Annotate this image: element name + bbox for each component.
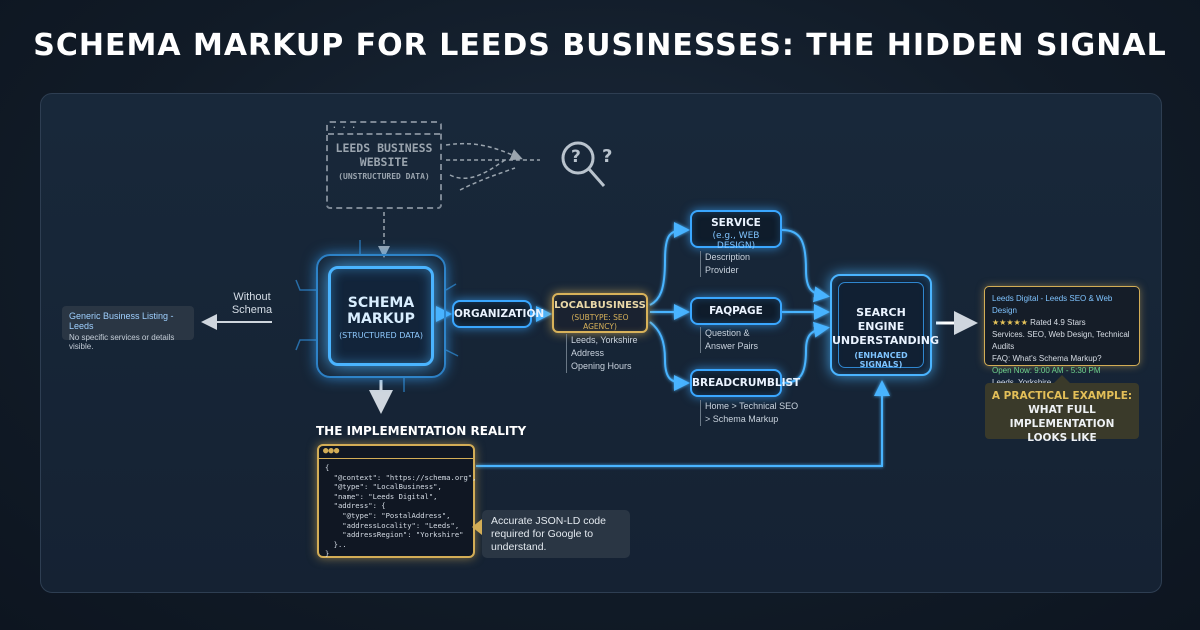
schema-chip-frame (316, 254, 446, 378)
practical-line2: WHAT FULL IMPLEMENTATION (1009, 404, 1115, 430)
organization-label: ORGANIZATION (454, 308, 545, 320)
generic-listing-desc: No specific services or details visible. (69, 333, 175, 351)
practical-pointer (1054, 375, 1070, 383)
service-details: Description Provider (700, 251, 750, 277)
faqpage-detail: Question & (705, 328, 750, 338)
faqpage-details: Question & Answer Pairs (700, 327, 758, 353)
breadcrumb-detail: Home > Technical SEO (705, 401, 799, 411)
result-open-hours: Open Now: 9:00 AM - 5:30 PM (992, 366, 1101, 375)
localbusiness-detail: Address (571, 348, 605, 358)
localbusiness-details: Leeds, Yorkshire Address Opening Hours (566, 334, 638, 373)
json-ld-callout: Accurate JSON-LD code required for Googl… (482, 510, 630, 558)
leeds-website-box: · · · LEEDS BUSINESS WEBSITE (UNSTRUCTUR… (326, 121, 442, 209)
organization-node: ORGANIZATION (452, 300, 544, 328)
search-line2: UNDERSTANDING (832, 334, 940, 347)
json-ld-code-block: ●●● { "@context": "https://schema.org", … (317, 444, 477, 559)
service-detail: Description (705, 252, 751, 262)
result-services: Services. SEO, Web Design, Technical Aud… (992, 330, 1130, 351)
result-faq: FAQ: What's Schema Markup? (992, 354, 1102, 363)
faqpage-node: FAQPAGE (690, 297, 782, 325)
practical-example-label: A PRACTICAL EXAMPLE: WHAT FULL IMPLEMENT… (985, 383, 1139, 444)
breadcrumb-title: BREADCRUMBLIST (692, 377, 801, 389)
faqpage-title: FAQPAGE (709, 305, 763, 317)
implementation-title: THE IMPLEMENTATION REALITY (316, 424, 527, 438)
generic-listing-title: Generic Business Listing - Leeds (69, 311, 174, 331)
service-title: SERVICE (711, 217, 761, 229)
result-title: Leeds Digital - Leeds SEO & Web Design (992, 294, 1113, 315)
search-sub: (ENHANCED SIGNALS) (854, 351, 908, 369)
question-mark-outside: ? (602, 146, 613, 167)
generic-listing: Generic Business Listing - Leeds No spec… (62, 306, 194, 351)
service-detail: Provider (705, 265, 739, 275)
website-line1: LEEDS BUSINESS (335, 141, 433, 155)
localbusiness-detail: Opening Hours (571, 361, 632, 371)
search-engine-node: SEARCH ENGINE UNDERSTANDING (ENHANCED SI… (830, 274, 940, 376)
website-line2: WEBSITE (359, 155, 409, 169)
localbusiness-node: LOCALBUSINESS (SUBTYPE: SEO AGENCY) (552, 293, 648, 333)
search-line1: SEARCH ENGINE (856, 306, 906, 333)
without-schema-label: Without Schema (231, 291, 273, 316)
practical-line1: A PRACTICAL EXAMPLE: (991, 390, 1133, 402)
schema-markup-box: SCHEMA MARKUP (STRUCTURED DATA) (328, 266, 434, 366)
result-rating-row: ★★★★★ Rated 4.9 Stars (992, 317, 1132, 329)
breadcrumblist-node: BREADCRUMBLIST (690, 369, 800, 397)
breadcrumb-detail: > Schema Markup (705, 414, 779, 424)
website-sub: (UNSTRUCTURED DATA) (338, 172, 430, 181)
localbusiness-title: LOCALBUSINESS (554, 300, 646, 311)
breadcrumb-details: Home > Technical SEO > Schema Markup (700, 400, 798, 426)
localbusiness-detail: Leeds, Yorkshire (571, 335, 638, 345)
schema-line2: MARKUP (347, 311, 415, 327)
question-mark: ? (571, 147, 581, 167)
localbusiness-sub: (SUBTYPE: SEO AGENCY) (571, 313, 629, 331)
page-title: SCHEMA MARKUP FOR LEEDS BUSINESSES: THE … (33, 28, 1167, 63)
faqpage-detail: Answer Pairs (705, 341, 759, 351)
schema-line1: SCHEMA (347, 295, 415, 311)
service-node: SERVICE (e.g., WEB DESIGN) (690, 210, 782, 251)
callout-pointer (472, 519, 482, 535)
rich-result-card: Leeds Digital - Leeds SEO & Web Design ★… (984, 286, 1140, 387)
result-location: Leeds, Yorkshire (992, 377, 1132, 389)
code-window-dots: ●●● (319, 446, 473, 459)
schema-sub: (STRUCTURED DATA) (339, 331, 423, 340)
code-text: { "@context": "https://schema.org", "@ty… (325, 463, 477, 559)
star-rating-icon: ★★★★★ (992, 318, 1028, 327)
result-rating: Rated 4.9 Stars (1030, 318, 1086, 327)
practical-line3: LOOKS LIKE (1027, 432, 1097, 444)
service-sub: (e.g., WEB DESIGN) (712, 231, 760, 251)
